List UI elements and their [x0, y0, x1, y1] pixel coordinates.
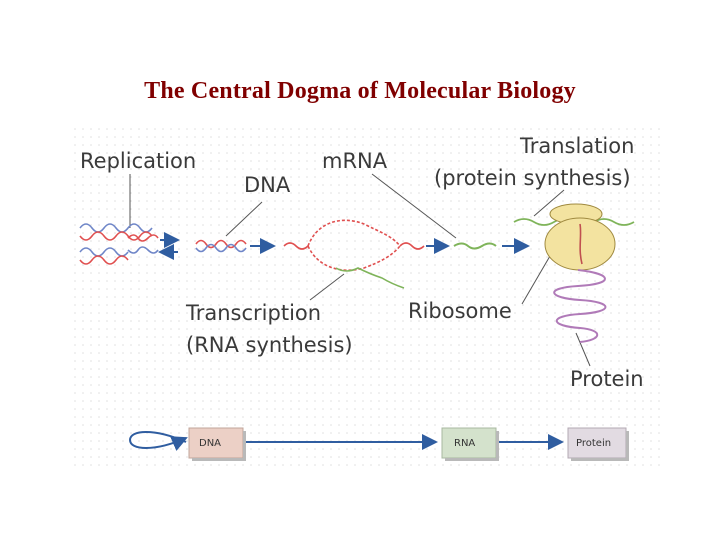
label-translation: Translation — [519, 134, 634, 158]
label-replication: Replication — [80, 149, 196, 173]
dna-box-label: DNA — [199, 438, 221, 449]
replicating-dna — [79, 223, 159, 265]
ribosome — [513, 203, 635, 271]
protein-box-label: Protein — [576, 438, 611, 449]
rna-box-label: RNA — [454, 438, 475, 449]
replication-loop-arrow — [128, 431, 188, 451]
protein-chain — [553, 269, 607, 343]
label-protein: Protein — [570, 367, 644, 391]
mrna-strand — [453, 242, 497, 250]
bottom-flow: DNA RNA Protein — [128, 427, 629, 461]
label-mrna: mRNA — [322, 149, 388, 173]
label-dna: DNA — [244, 173, 291, 197]
label-protein-synthesis: (protein synthesis) — [434, 166, 631, 190]
central-dogma-figure: Replication DNA mRNA Translation (protei… — [74, 128, 666, 472]
leader-lines — [129, 173, 591, 367]
label-ribosome: Ribosome — [408, 299, 512, 323]
dna-helix — [195, 239, 247, 253]
label-transcription: Transcription — [185, 301, 321, 325]
replication-arrows — [158, 232, 180, 260]
transcription-bubble — [283, 219, 425, 289]
rna-box — [441, 427, 497, 459]
slide-title: The Central Dogma of Molecular Biology — [144, 78, 576, 104]
dotted-background — [74, 128, 666, 472]
label-rna-synthesis: (RNA synthesis) — [186, 333, 353, 357]
